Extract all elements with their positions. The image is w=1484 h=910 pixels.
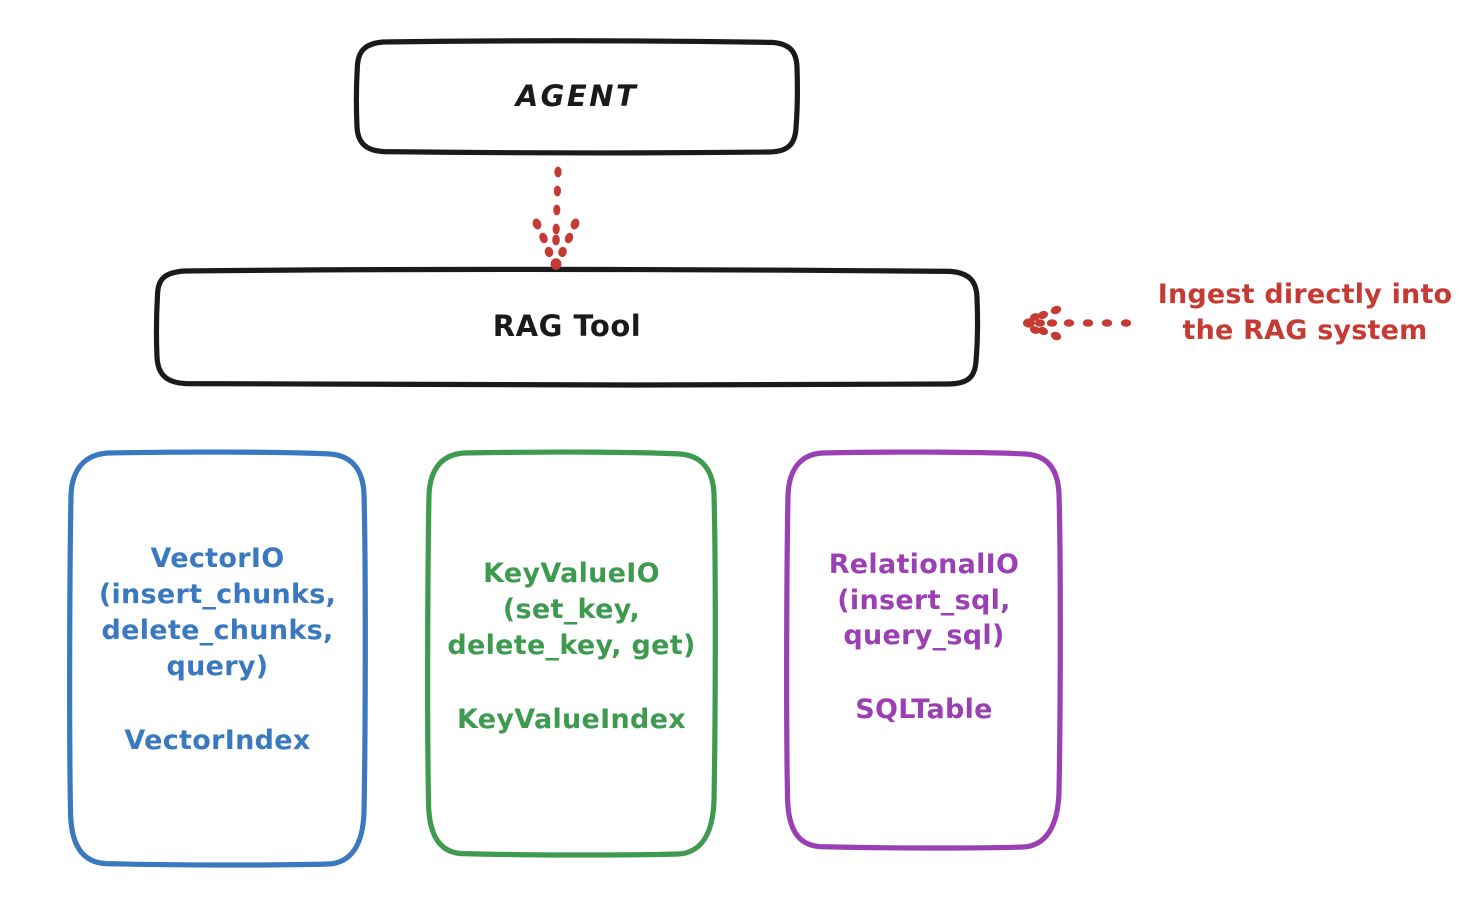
relational-io-content: RelationalIO (insert_sql, query_sql) SQL… xyxy=(829,547,1020,726)
vector-io-box[interactable]: VectorIO (insert_chunks, delete_chunks, … xyxy=(70,452,365,865)
ingest-to-rag-tool-connector xyxy=(1023,305,1132,341)
agent-to-rag-tool-connector xyxy=(532,166,580,270)
keyvalue-io-content: KeyValueIO (set_key, delete_key, get) Ke… xyxy=(447,556,695,735)
relational-io-box[interactable]: RelationalIO (insert_sql, query_sql) SQL… xyxy=(788,452,1060,848)
vector-io-label: VectorIO (insert_chunks, delete_chunks, … xyxy=(98,543,337,682)
vector-io-content: VectorIO (insert_chunks, delete_chunks, … xyxy=(99,541,336,756)
agent-box-outline xyxy=(353,38,800,156)
agent-box[interactable]: AGENT xyxy=(357,41,797,152)
keyvalue-io-index: KeyValueIndex xyxy=(456,703,686,735)
keyvalue-io-box-outline xyxy=(425,449,718,858)
rag-tool-box[interactable]: RAG Tool xyxy=(157,270,977,383)
rag-tool-box-outline xyxy=(153,266,981,388)
keyvalue-io-label: KeyValueIO (set_key, delete_key, get) xyxy=(447,558,696,661)
rag-tool-label: RAG Tool xyxy=(492,308,642,343)
keyvalue-io-box[interactable]: KeyValueIO (set_key, delete_key, get) Ke… xyxy=(428,452,715,855)
vector-io-box-outline xyxy=(67,449,368,868)
agent-label: AGENT xyxy=(515,78,639,113)
relational-io-box-outline xyxy=(784,449,1063,851)
relational-io-index: SQLTable xyxy=(855,694,993,726)
vector-io-index: VectorIndex xyxy=(124,724,311,756)
ingest-annotation-text: Ingest directly into the RAG system xyxy=(1157,279,1453,346)
relational-io-label: RelationalIO (insert_sql, query_sql) xyxy=(828,548,1020,652)
